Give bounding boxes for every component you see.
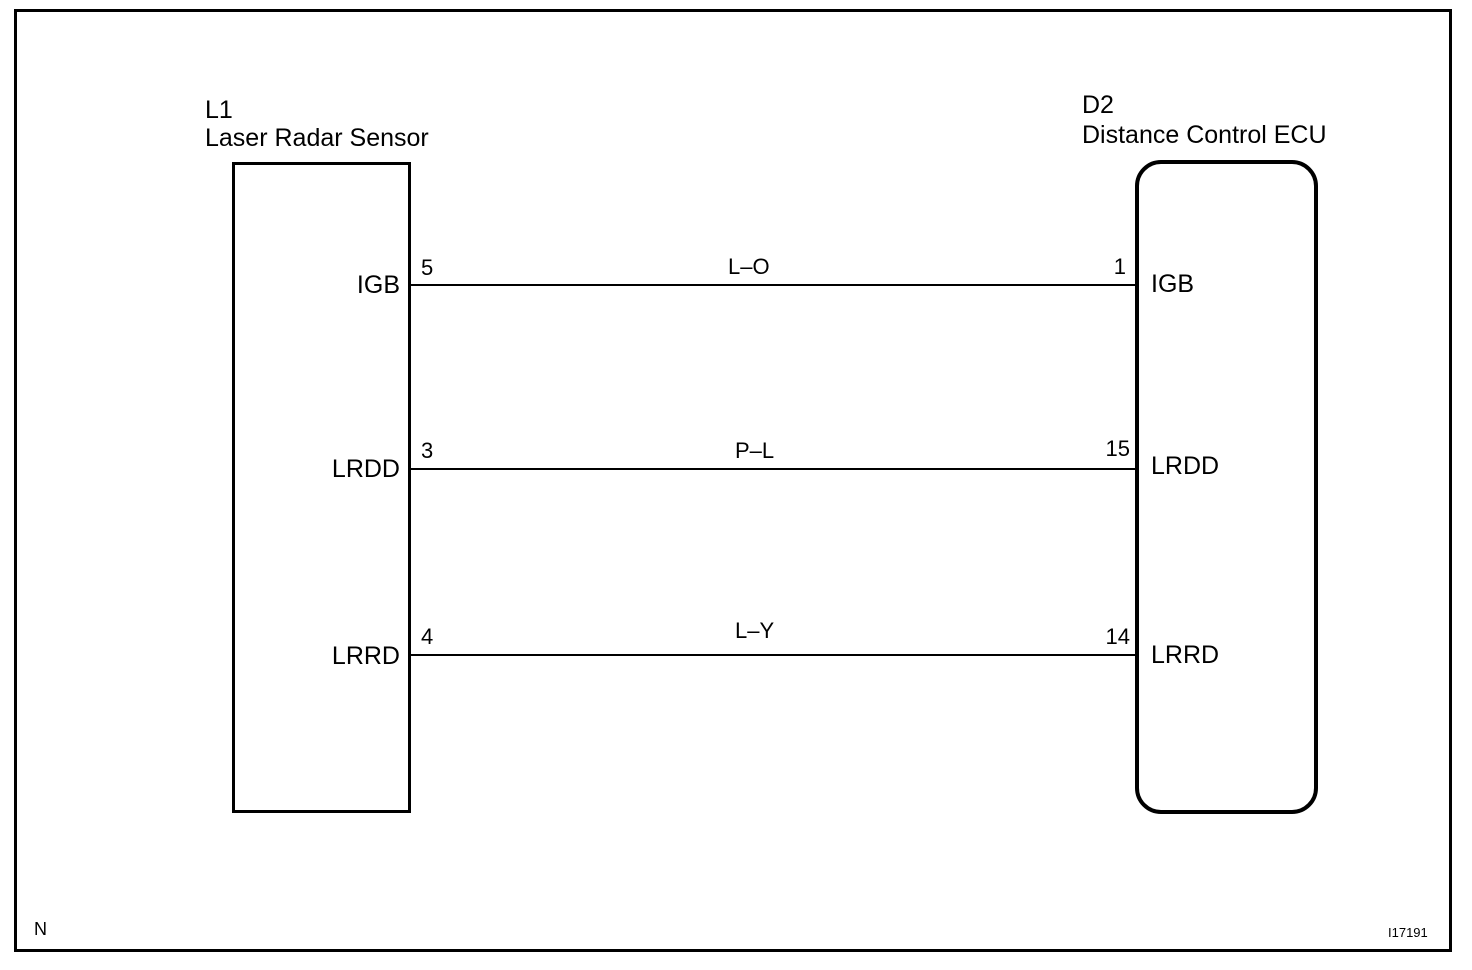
left-component-name: Laser Radar Sensor (205, 124, 429, 152)
right-terminal-lrdd: LRDD (1151, 452, 1220, 480)
right-component-name: Distance Control ECU (1082, 121, 1327, 149)
wire-lrrd (408, 654, 1135, 656)
wire-igb (408, 284, 1135, 286)
left-terminal-lrrd: LRRD (331, 642, 400, 670)
left-terminal-lrdd: LRDD (331, 455, 400, 483)
right-terminal-lrrd: LRRD (1151, 641, 1220, 669)
distance-control-ecu-box (1135, 160, 1318, 814)
wire-color-l-o: L–O (728, 254, 770, 279)
diagram-frame (14, 9, 1452, 952)
corner-mark: N (34, 919, 47, 939)
figure-id: I17191 (1388, 925, 1428, 940)
left-pin-5: 5 (421, 255, 434, 280)
left-pin-4: 4 (421, 624, 434, 649)
left-terminal-igb: IGB (356, 271, 400, 299)
wire-lrdd (408, 468, 1135, 470)
right-terminal-igb: IGB (1151, 270, 1195, 298)
left-component-code: L1 (205, 96, 233, 124)
wire-color-l-y: L–Y (735, 618, 775, 643)
right-component-code: D2 (1082, 91, 1114, 119)
right-pin-1: 1 (1113, 254, 1126, 279)
laser-radar-sensor-box (232, 162, 411, 813)
left-pin-3: 3 (421, 438, 434, 463)
wire-color-p-l: P–L (735, 438, 775, 463)
right-pin-14: 14 (1105, 624, 1130, 649)
right-pin-15: 15 (1105, 436, 1130, 461)
